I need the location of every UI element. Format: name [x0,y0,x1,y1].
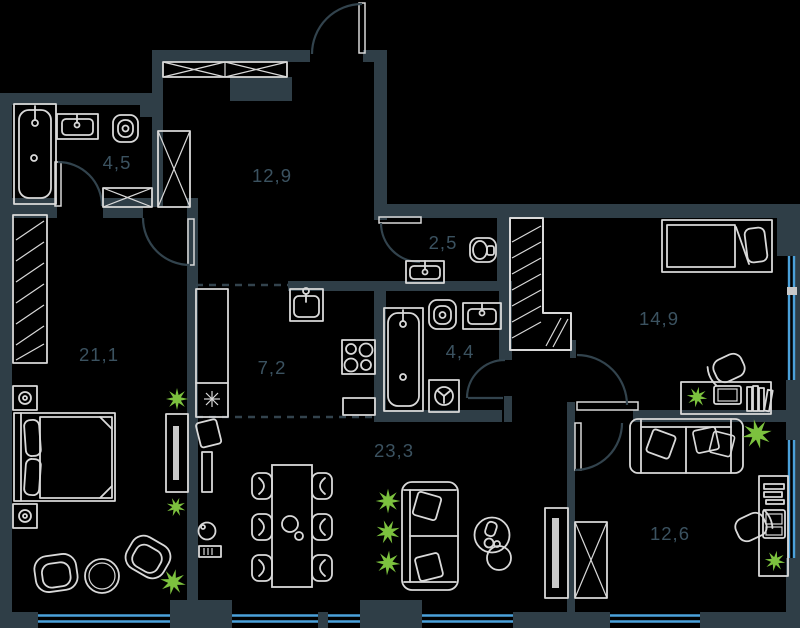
sink-icon [462,302,502,330]
closet-hatch-icon [12,214,48,364]
plant-icon [165,387,189,411]
room-bedroom-small [574,413,790,599]
room-wc [405,237,497,284]
pillow-icon [691,425,721,455]
pillow-icon [644,427,678,461]
record-player-icon [197,521,222,558]
tv-console-icon [195,418,223,449]
bathtub-icon [383,307,424,412]
mirror-unit-icon [165,413,189,493]
window-mullion [787,287,797,295]
dining-chair-icon [311,472,333,500]
sink-icon [56,113,99,140]
door-arc-icon [378,216,422,264]
teapot-icon [281,515,304,541]
dining-chair-icon [251,554,273,582]
single-bed-icon [661,219,773,273]
toilet-icon [112,114,139,143]
plant-icon [157,566,189,598]
pillow-icon [411,490,443,522]
dining-table-icon [271,464,313,588]
laptop-icon [713,385,742,405]
tv-icon [201,451,213,493]
nightstand-lamp-icon [12,503,38,529]
door-arc-icon [141,217,195,267]
plant-icon [371,515,405,549]
room-label-bathroom: 4,4 [446,341,475,362]
wardrobe-x-icon [574,521,608,599]
room-entry-hall [157,61,288,208]
books-icon [763,483,785,505]
sofa-icon [629,418,744,474]
room-label-living-dining: 23,3 [374,440,414,461]
windows [38,256,797,623]
room-bedroom-master [12,214,189,598]
sofa-icon [401,481,459,591]
entrance-door-icon [310,2,366,55]
window-icon [38,256,797,623]
dining-chair-icon [311,554,333,582]
dining-chair-icon [251,513,273,541]
doors [54,2,639,472]
kitchen-sink-icon [289,287,324,322]
room-label-bathroom-ensuite: 4,5 [103,152,132,173]
room-bathroom [383,299,502,413]
fridge-snowflake-icon [195,288,229,418]
side-table-icon [473,516,512,571]
washing-machine-icon [428,379,460,413]
room-label-bedroom: 14,9 [639,308,679,329]
door-arc-icon [54,160,104,207]
room-label-kitchen: 7,2 [258,357,287,378]
wardrobe-x-icon [157,130,191,208]
room-label-bedroom-master: 21,1 [79,344,119,365]
wardrobe-x-icon [162,61,288,78]
pillow-icon [413,551,445,583]
mirror-unit-icon [544,507,569,599]
dining-chair-icon [311,513,333,541]
round-table-icon [84,558,120,594]
plant-icon [370,545,406,581]
toilet-icon [428,299,457,330]
room-bedroom [661,219,774,415]
sink-icon [405,260,445,284]
desk-icon [680,381,774,415]
door-arc-icon [465,358,506,400]
room-living-dining [195,418,569,599]
room-kitchen [195,287,376,418]
toilet-icon [469,237,497,263]
nightstand-lamp-icon [12,385,38,411]
room-bathroom-ensuite [13,103,153,208]
dining-chair-icon [251,472,273,500]
plant-icon [163,494,189,520]
bathtub-icon [13,103,57,205]
stove-icon [341,339,376,375]
wardrobe-x-icon [102,187,153,208]
armchair-icon [119,530,177,584]
armchair-icon [31,551,81,595]
double-bed-icon [13,412,116,502]
books-icon [746,385,774,413]
room-label-wc: 2,5 [429,232,458,253]
room-label-bedroom-small: 12,6 [650,523,690,544]
desk-icon [758,475,789,577]
plant-icon [375,488,401,514]
door-arc-icon [576,353,639,411]
plant-icon [760,546,790,576]
room-labels: 4,5 12,9 2,5 21,1 7,2 4,4 14,9 23,3 12,6 [79,152,690,544]
plant-icon [684,384,710,410]
door-arc-icon [574,422,624,472]
shaft-hatch-icon [509,217,572,351]
counter-cabinet-icon [342,397,376,416]
room-label-entry-hall: 12,9 [252,165,292,186]
